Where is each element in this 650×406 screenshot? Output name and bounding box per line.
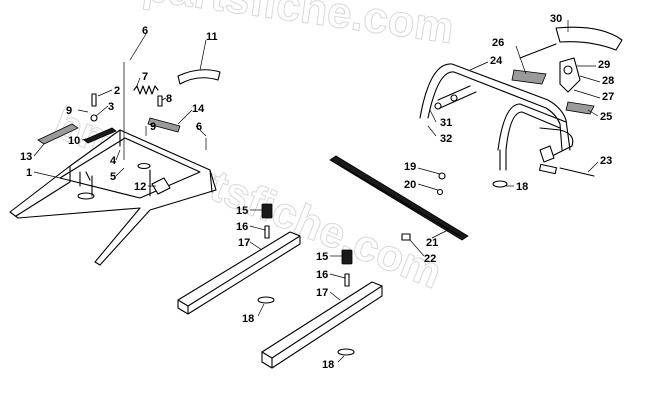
cap-15b (341, 249, 353, 265)
bolt-16b (344, 273, 350, 287)
callout-6-top: 6 (142, 25, 148, 37)
callout-21: 21 (426, 237, 438, 249)
washer-18c (337, 348, 355, 356)
callout-26: 26 (492, 37, 504, 49)
runner-lower[interactable] (261, 249, 383, 369)
callout-32: 32 (440, 133, 452, 145)
callout-23: 23 (600, 155, 612, 167)
callout-16-lower: 16 (316, 269, 328, 281)
callout-1: 1 (26, 167, 32, 179)
bolt-8 (157, 95, 163, 107)
hitch-28 (559, 57, 581, 93)
washer-3 (90, 114, 98, 122)
rack-pads[interactable] (37, 69, 221, 145)
callout-20: 20 (404, 179, 416, 191)
callout-16-upper: 16 (236, 221, 248, 233)
cover-11 (177, 69, 221, 85)
callout-7: 7 (142, 71, 148, 83)
callout-22: 22 (424, 253, 436, 265)
callout-28: 28 (602, 75, 614, 87)
washer-18b (492, 180, 508, 188)
callout-30: 30 (550, 13, 562, 25)
washer-18a (257, 296, 275, 304)
callout-leaders (33, 20, 601, 363)
callout-17-lower: 17 (316, 287, 328, 299)
pad-26 (511, 69, 547, 85)
bolt-16a (264, 225, 270, 239)
callout-15-upper: 15 (236, 205, 248, 217)
callout-14: 14 (192, 103, 205, 115)
skid-plate[interactable] (329, 155, 469, 241)
pad-25 (565, 101, 595, 115)
washer-20 (436, 188, 444, 196)
rack-frame[interactable] (9, 129, 217, 266)
callout-31: 31 (440, 117, 452, 129)
callout-12: 12 (134, 181, 146, 193)
callout-25: 25 (600, 111, 612, 123)
callout-24: 24 (490, 55, 503, 67)
pad-14 (147, 117, 181, 133)
watermark-text-top: bmwpartsfiche.com (41, 0, 457, 53)
callout-10: 10 (68, 135, 80, 147)
callout-17-upper: 17 (238, 237, 250, 249)
callout-29: 29 (598, 59, 610, 71)
rack-hardware[interactable] (90, 62, 207, 195)
cap-15a (261, 203, 273, 219)
callout-9-left: 9 (66, 105, 72, 117)
pad-10 (83, 127, 117, 144)
callout-3: 3 (108, 101, 114, 113)
callout-5: 5 (110, 171, 116, 183)
callout-13: 13 (20, 151, 32, 163)
callout-18-lower: 18 (322, 359, 334, 371)
handle-30 (555, 26, 623, 51)
nut-22 (401, 233, 411, 241)
callout-2: 2 (114, 85, 120, 97)
bolt-19 (438, 172, 446, 180)
pad-13 (37, 123, 79, 145)
callout-6-right: 6 (196, 121, 202, 133)
callout-4: 4 (110, 155, 117, 167)
callout-18-bumper: 18 (516, 181, 528, 193)
callout-15-lower: 15 (316, 251, 328, 263)
callout-labels: 30 26 24 29 28 27 25 31 32 19 20 18 23 2… (20, 13, 614, 371)
callout-8: 8 (166, 93, 172, 105)
spring-7 (133, 85, 159, 95)
callout-9-right: 9 (150, 121, 156, 133)
callout-19: 19 (404, 161, 416, 173)
callout-18-upper: 18 (242, 313, 254, 325)
bumper-assembly[interactable] (419, 26, 623, 188)
bolt-2 (91, 93, 97, 107)
clamp-12 (151, 177, 171, 195)
callout-27: 27 (602, 91, 614, 103)
callout-11: 11 (206, 31, 218, 43)
runner-upper[interactable] (177, 203, 301, 315)
